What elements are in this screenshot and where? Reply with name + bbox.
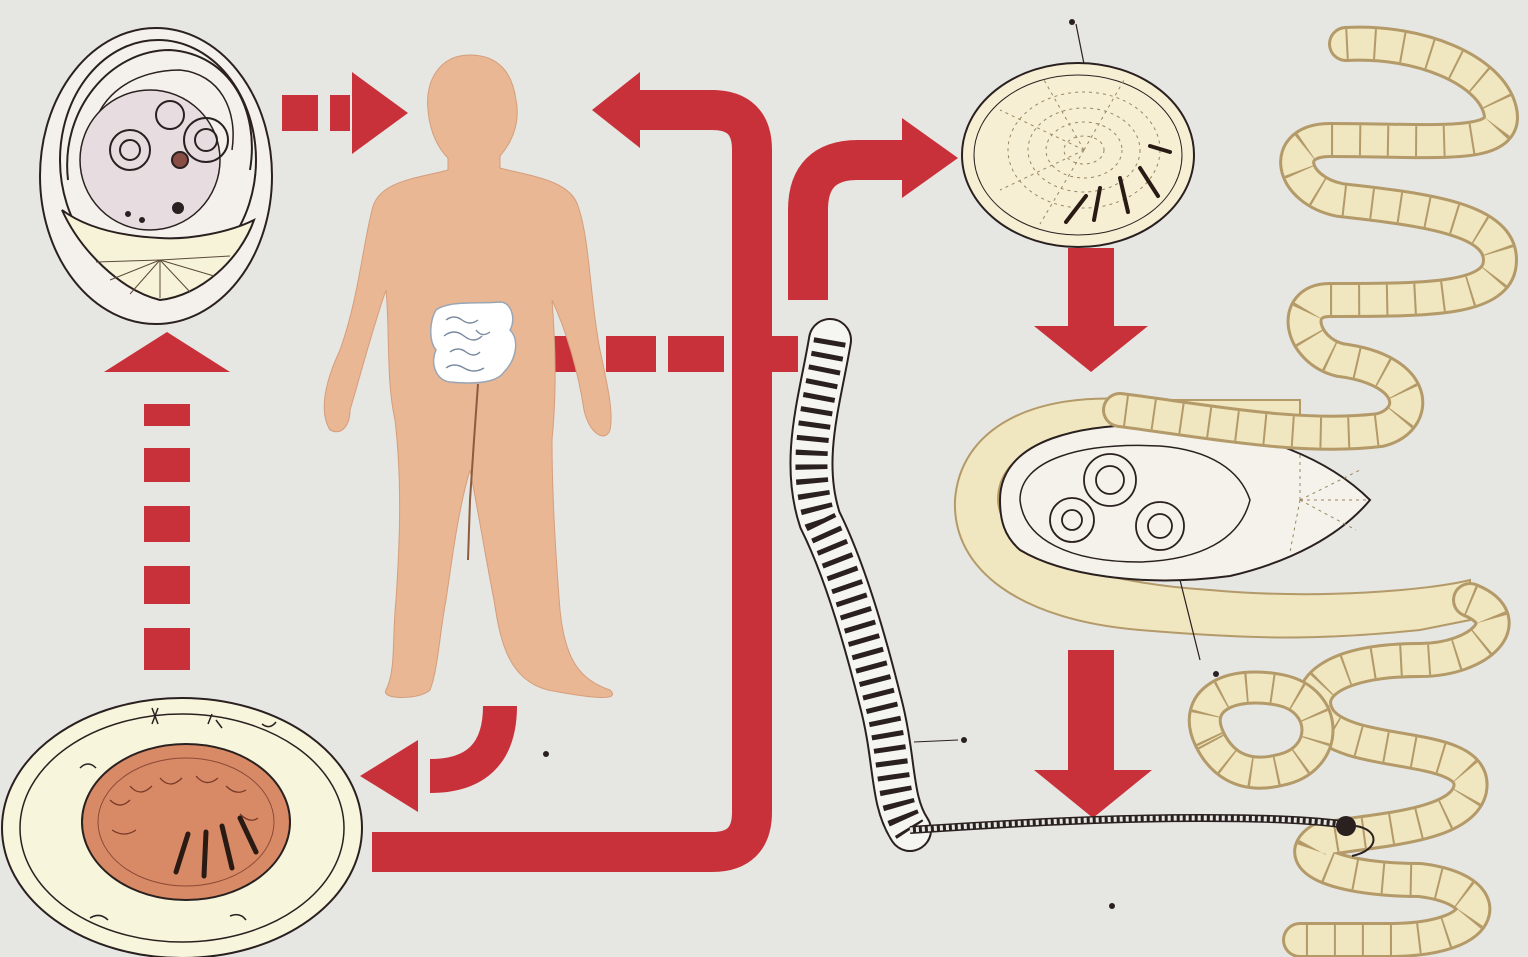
egg-larva-icon xyxy=(2,698,362,957)
egg-top-left xyxy=(40,28,272,324)
egg-bottom-left xyxy=(2,698,362,957)
embryophore-icon xyxy=(40,28,272,324)
